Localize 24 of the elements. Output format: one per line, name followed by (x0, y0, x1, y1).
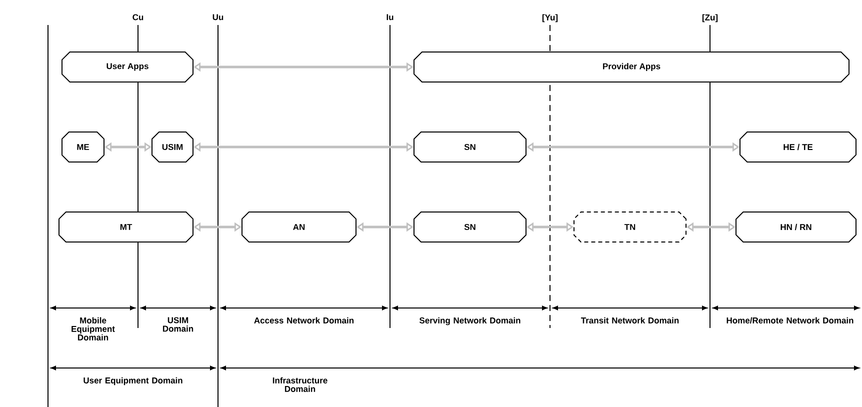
interface-label: Cu (132, 14, 144, 20)
network-box: HN / RN (736, 212, 856, 242)
network-box: SN (414, 212, 526, 242)
domain-label: USIM Domain (162, 317, 194, 332)
interface-label: [Yu] (542, 14, 558, 22)
network-box: TN (574, 212, 686, 242)
domain-label: User Equipment Domain (84, 377, 182, 386)
domain-label: Transit Network Domain (580, 317, 679, 324)
domain-label: Access Network Domain (254, 317, 354, 324)
interface-label: Uu (212, 14, 224, 20)
domain-label: Serving Network Domain (419, 317, 520, 326)
network-box: MT (58, 212, 194, 242)
network-box: Provider Apps (414, 52, 850, 82)
interface-label: Iu (386, 14, 394, 20)
domain-label: Mobile Equipment Domain (72, 317, 115, 340)
network-box: User Apps (62, 52, 194, 82)
network-box: HE / TE (740, 132, 856, 162)
network-box: SN (414, 132, 526, 162)
interface-label: [Zu] (702, 14, 718, 22)
domain-label: Home/Remote Network Domain (726, 317, 854, 324)
network-box: AN (242, 212, 356, 242)
domain-label: Infrastructure Domain (272, 377, 328, 392)
network-box: USIM (152, 132, 194, 162)
network-box: ME (62, 132, 104, 162)
